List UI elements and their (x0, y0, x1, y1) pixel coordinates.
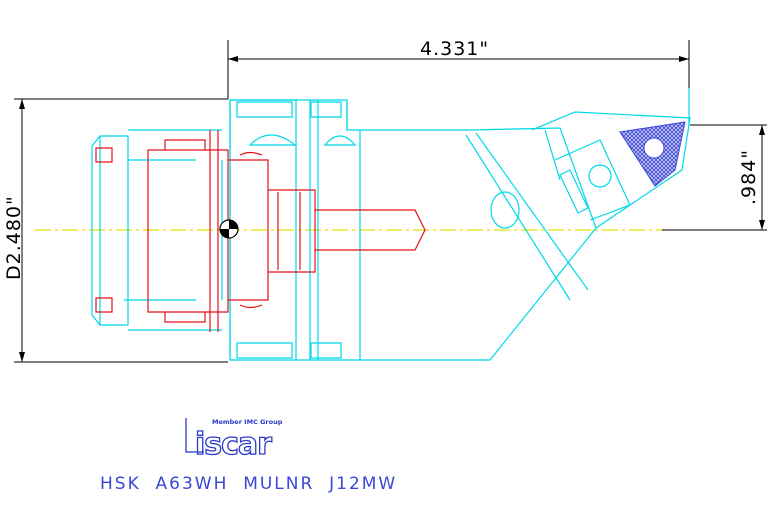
iscar-logo: Member IMC Group iscar (185, 418, 283, 463)
center-mark-icon (219, 219, 239, 239)
logo-brand: iscar (195, 427, 272, 462)
tool-holder-head (360, 111, 691, 361)
dimension-diameter-label: D2.480" (3, 195, 25, 280)
logo-tagline: Member IMC Group (212, 418, 283, 426)
dimension-offset: .984" (662, 124, 767, 231)
dimension-diameter: D2.480" (3, 98, 228, 363)
tool-designation: HSK A63WH MULNR J12MW (100, 474, 397, 494)
dimension-length: 4.331" (227, 38, 690, 99)
dimension-offset-label: .984" (738, 149, 760, 205)
dimension-length-label: 4.331" (420, 38, 489, 60)
shank-internal-detail (95, 130, 426, 332)
cutting-insert (619, 121, 686, 187)
